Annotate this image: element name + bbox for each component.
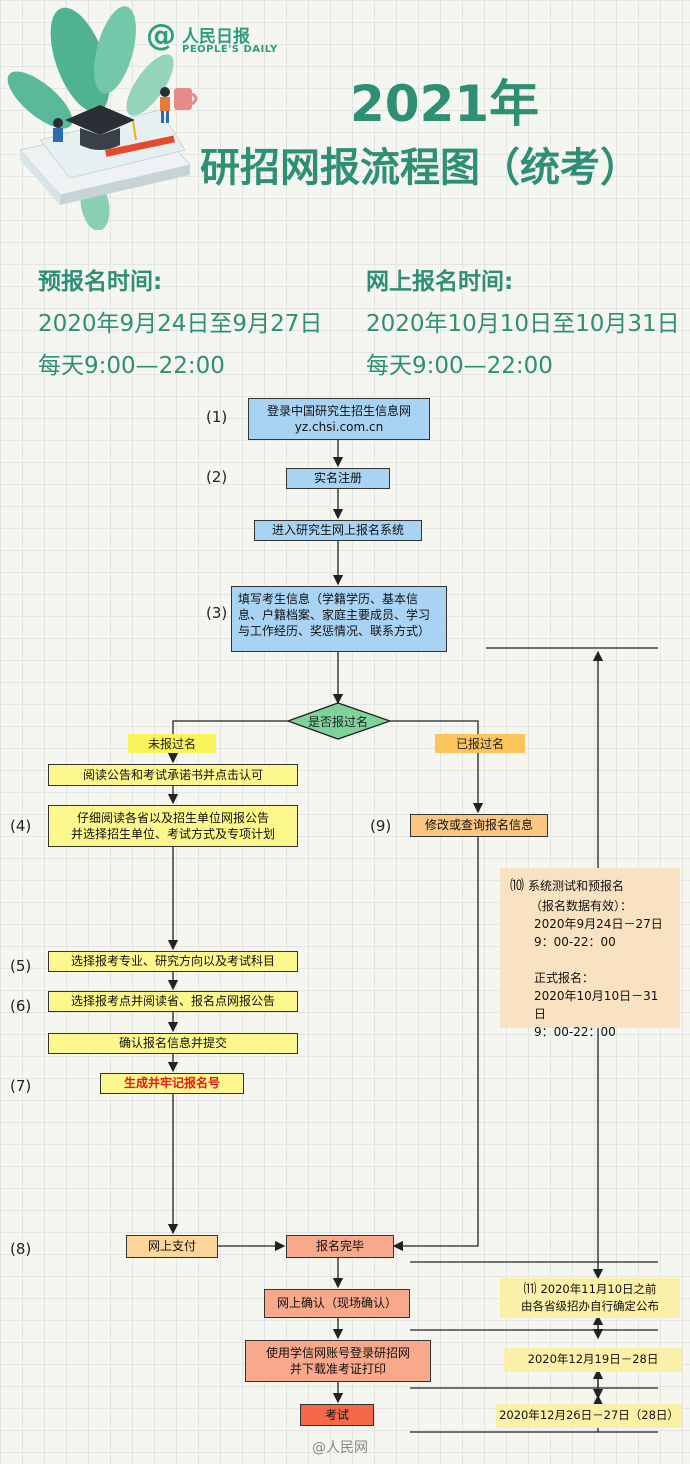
page-title-year: 2021年 [350, 75, 540, 133]
step-number: (4) [10, 817, 32, 835]
download-ticket-box: 使用学信网账号登录研招网 并下载准考证打印 [245, 1340, 431, 1382]
pre-registration-hours: 每天9:00—22:00 [38, 353, 225, 379]
login-site-url: yz.chsi.com.cn [294, 420, 384, 434]
fill-info-box: 填写考生信息（学籍学历、基本信 息、户籍档案、家庭主要成员、学习 与工作经历、奖… [231, 586, 447, 652]
step-number: ⑾ [523, 1282, 537, 1298]
online-registration-hours: 每天9:00—22:00 [366, 353, 553, 379]
download-ticket-line: 并下载准考证打印 [289, 1362, 386, 1376]
generate-number-box: 生成并牢记报名号 [100, 1073, 244, 1094]
schedule-10-line [510, 951, 670, 969]
coffee-cup-icon [174, 88, 198, 110]
header-illustration [7, 6, 198, 230]
pencil-icon [105, 135, 175, 157]
registration-complete-box: 报名完毕 [286, 1235, 394, 1258]
peoples-daily-logo: @ 人民日报 PEOPLE'S DAILY [146, 18, 286, 64]
read-detail-line: 并选择招生单位、考试方式及专项计划 [70, 827, 275, 841]
schedule-10-line: 系统测试和预报名 [528, 879, 625, 893]
confirm-submit-box: 确认报名信息并提交 [48, 1033, 298, 1054]
schedule-10-line: 正式报名： [534, 971, 595, 985]
step-number: ⑽ [510, 878, 524, 894]
modify-info-box: 修改或查询报名信息 [410, 814, 548, 837]
real-name-register-box: 实名注册 [286, 468, 390, 489]
pre-registration-heading: 预报名时间: [38, 269, 163, 295]
schedule-10-line: （报名数据有效）： [530, 899, 633, 913]
step-number: (9) [370, 817, 392, 835]
schedule-10-header: ⑽ 系统测试和预报名 [510, 876, 670, 897]
pre-registration-dates: 2020年9月24日至9月27日 [38, 311, 323, 337]
exam-box: 考试 [300, 1404, 374, 1426]
schedule-10-line: 2020年10月10日－31日 [534, 989, 659, 1021]
schedule-box-13: 2020年12月26日－27日（28日） [496, 1404, 682, 1428]
schedule-box-10: ⑽ 系统测试和预报名 （报名数据有效）： 2020年9月24日－27日 9：00… [500, 868, 680, 1039]
logo-english-text: PEOPLE'S DAILY [182, 44, 278, 55]
watermark: @人民网 [312, 1440, 368, 1456]
person-figure [53, 118, 63, 142]
step-number: (5) [10, 957, 32, 975]
login-site-label: 登录中国研究生招生信息网 [266, 403, 411, 418]
online-payment-box: 网上支付 [126, 1235, 218, 1258]
read-detail-box: 仔细阅读各省以及招生单位网报公告 并选择招生单位、考试方式及专项计划 [48, 805, 298, 847]
step-number: (7) [10, 1077, 32, 1095]
registered-tag: 已报过名 [435, 734, 525, 753]
step-number: (6) [10, 997, 32, 1015]
not-registered-tag: 未报过名 [128, 734, 216, 753]
schedule-box-11: ⑾ 2020年11月10日之前 由各省级招办自行确定公布 [500, 1278, 680, 1318]
download-ticket-line: 使用学信网账号登录研招网 [265, 1345, 410, 1360]
step-number: (8) [10, 1240, 32, 1258]
choose-major-box: 选择报考专业、研究方向以及考试科目 [48, 951, 298, 972]
choose-site-box: 选择报考点并阅读省、报名点网报公告 [48, 991, 298, 1012]
person-figure [160, 87, 170, 123]
read-notice-box: 阅读公告和考试承诺书并点击认可 [48, 764, 298, 786]
read-detail-line: 仔细阅读各省以及招生单位网报公告 [76, 810, 269, 825]
online-registration-dates: 2020年10月10日至10月31日 [366, 311, 680, 337]
schedule-10-line: 9：00-22：00 [534, 1025, 616, 1039]
step-number: (3) [206, 604, 228, 622]
schedule-box-12: 2020年12月19日－28日 [504, 1348, 682, 1372]
schedule-11-line: 由各省级招办自行确定公布 [521, 1299, 659, 1314]
enter-system-box: 进入研究生网上报名系统 [254, 520, 422, 541]
fill-info-line: 填写考生信息（学籍学历、基本信 [238, 592, 419, 606]
logo-chinese-text: 人民日报 [182, 27, 250, 47]
fill-info-line: 与工作经历、奖惩情况、联系方式） [238, 624, 431, 639]
logo-at-symbol: @ [146, 18, 176, 53]
schedule-10-line: 9：00-22：00 [534, 935, 616, 949]
online-registration-heading: 网上报名时间: [366, 269, 514, 295]
step-number: (2) [206, 468, 228, 486]
schedule-11-header: ⑾ 2020年11月10日之前 [523, 1281, 656, 1299]
graduation-cap-icon [65, 105, 137, 150]
login-site-box: 登录中国研究生招生信息网 yz.chsi.com.cn [248, 398, 430, 440]
page-title: 研招网报流程图（统考） [200, 145, 640, 191]
online-confirm-box: 网上确认（现场确认） [264, 1289, 410, 1318]
decision-diamond [286, 702, 392, 740]
step-number: (1) [206, 408, 228, 426]
fill-info-line: 息、户籍档案、家庭主要成员、学习 [238, 608, 431, 623]
decision-label: 是否报过名 [307, 714, 368, 729]
schedule-11-line: 2020年11月10日之前 [540, 1282, 657, 1297]
schedule-10-line: 2020年9月24日－27日 [534, 917, 663, 931]
